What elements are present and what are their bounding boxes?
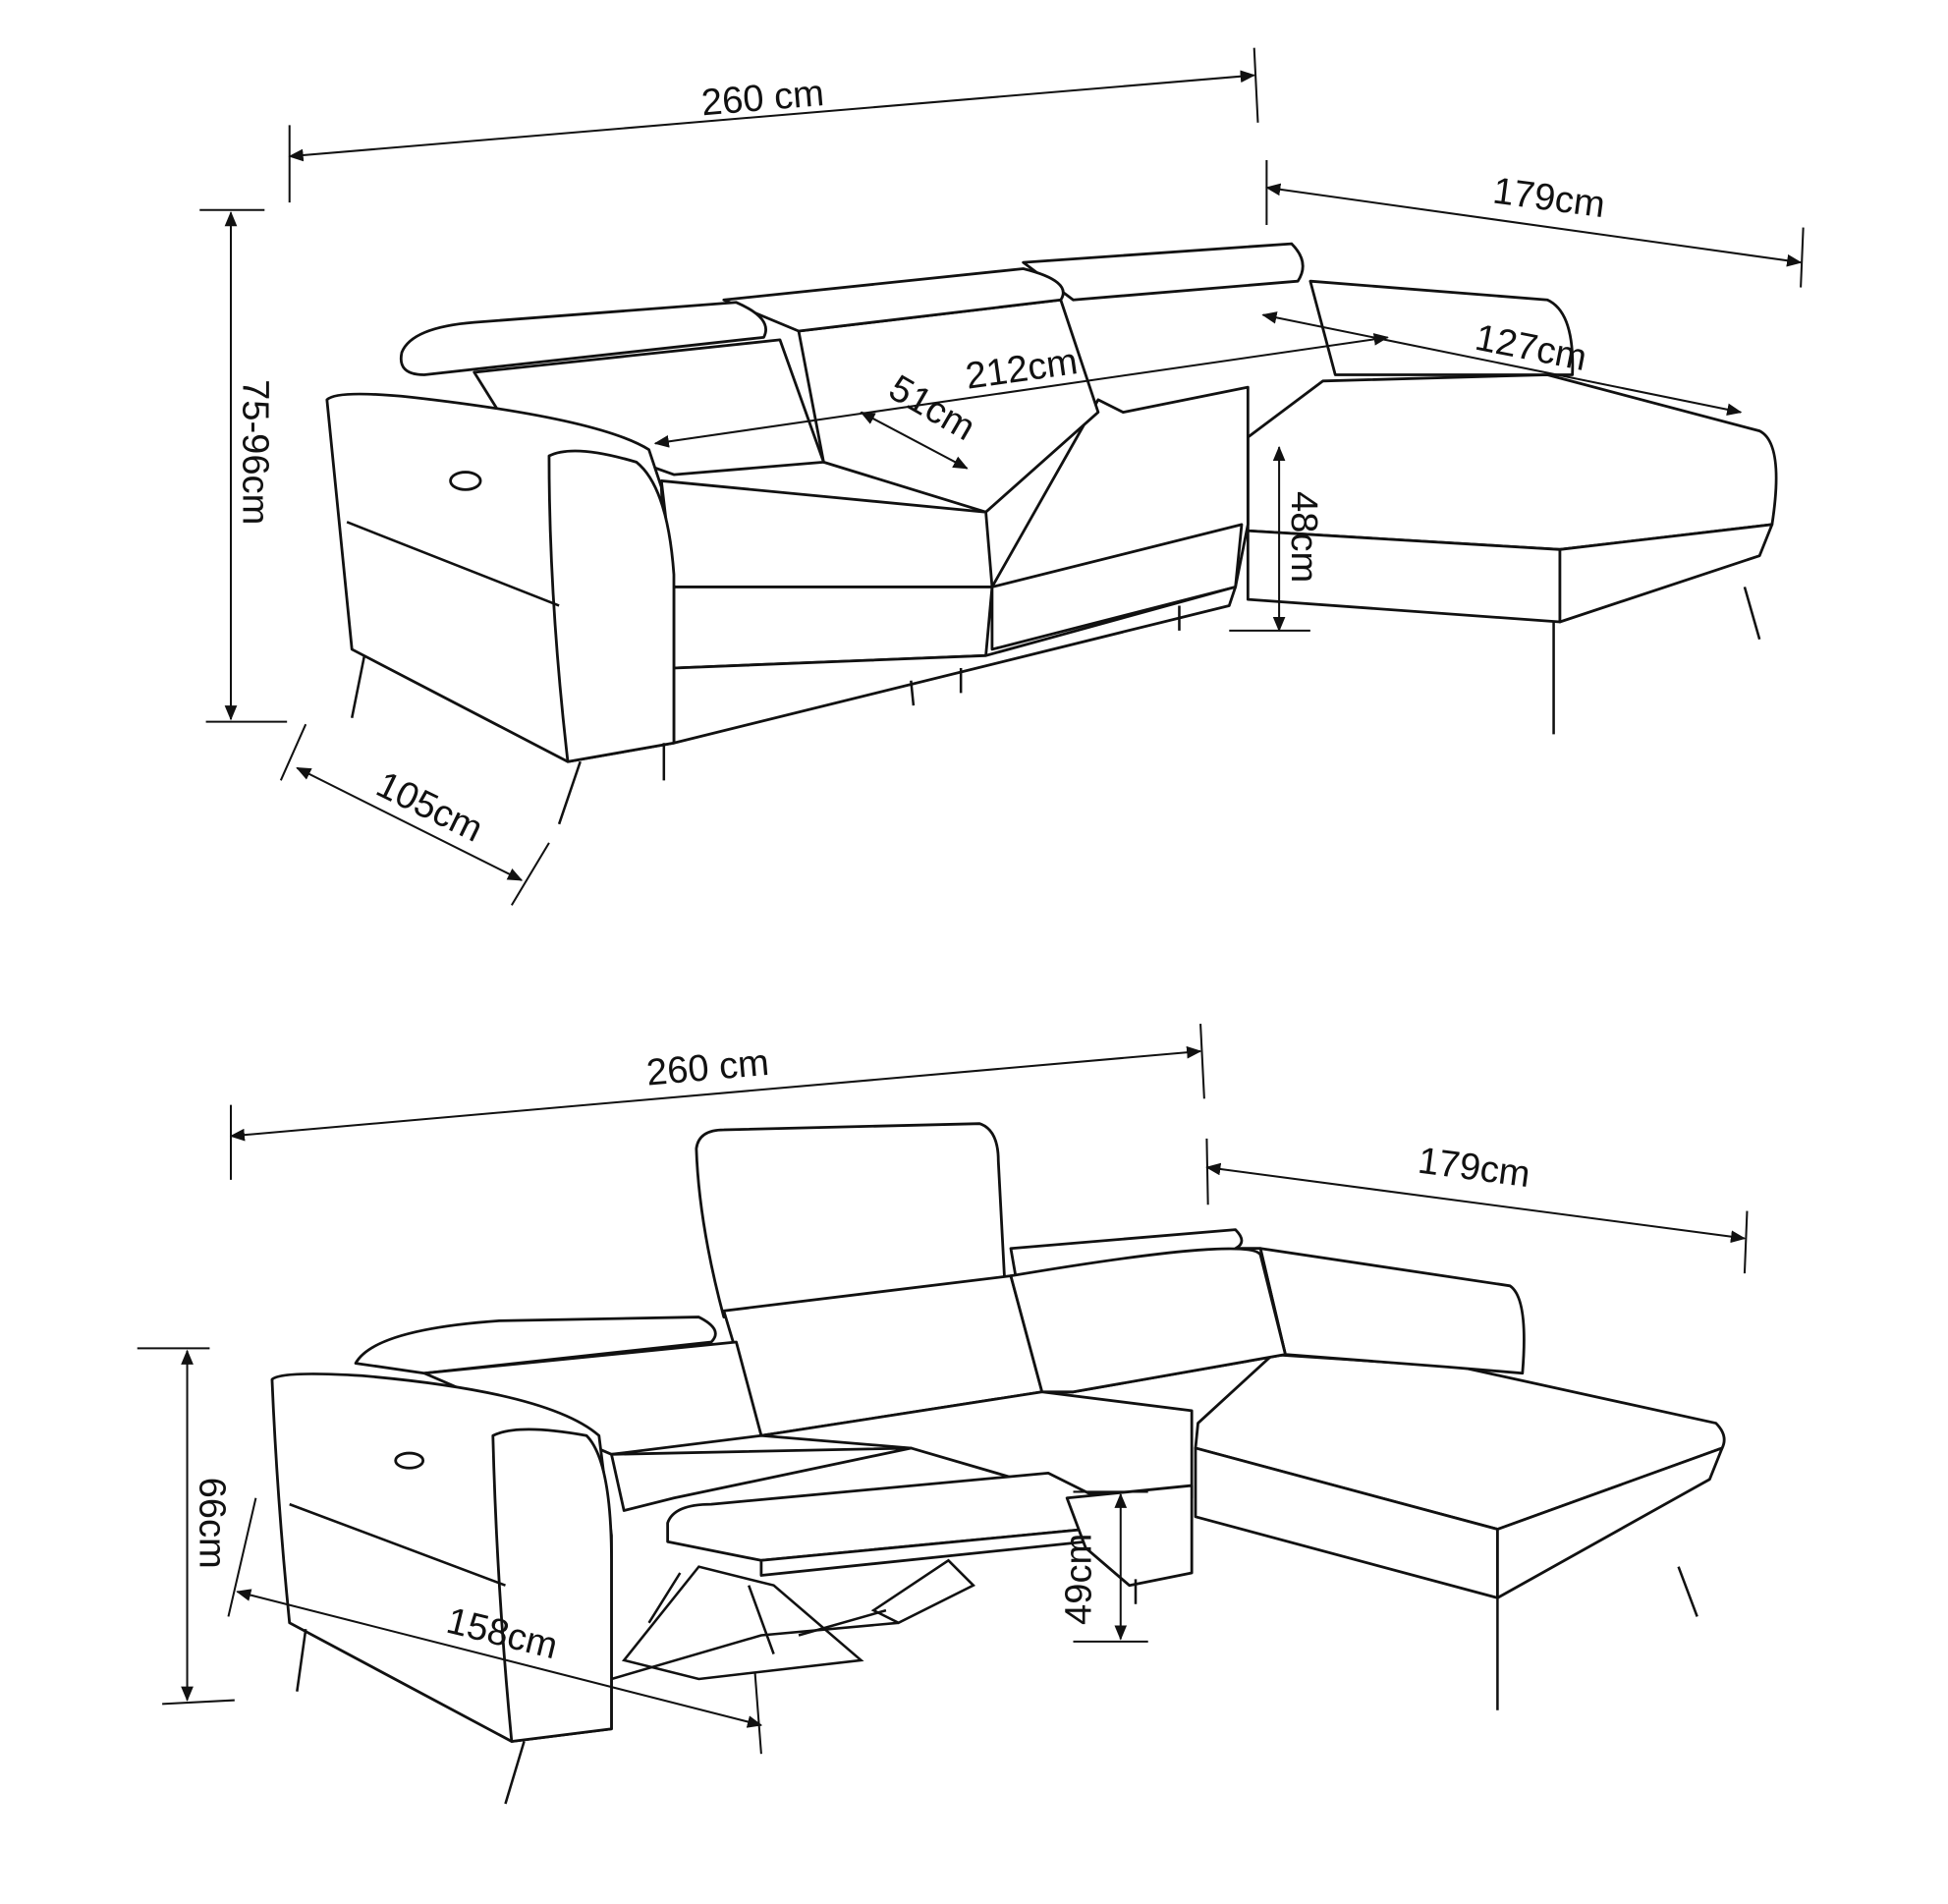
dim-height-2: 66cm bbox=[191, 1478, 232, 1569]
dim-footrest-height: 49cm bbox=[1058, 1534, 1099, 1625]
dim-chaise-length: 179cm bbox=[1490, 171, 1607, 227]
dim-height: 75-96cm bbox=[235, 379, 276, 525]
dim-chaise-length-2: 179cm bbox=[1416, 1141, 1532, 1197]
dim-total-width-2: 260 cm bbox=[644, 1042, 770, 1094]
power-button-icon bbox=[449, 471, 482, 491]
dim-depth: 105cm bbox=[370, 764, 489, 851]
dim-seat-height: 48cm bbox=[1283, 491, 1324, 583]
bottom-sofa-drawing bbox=[270, 1122, 1726, 1805]
top-sofa-drawing bbox=[325, 242, 1778, 825]
dim-total-width: 260 cm bbox=[699, 73, 825, 124]
power-button-icon bbox=[394, 1451, 425, 1470]
